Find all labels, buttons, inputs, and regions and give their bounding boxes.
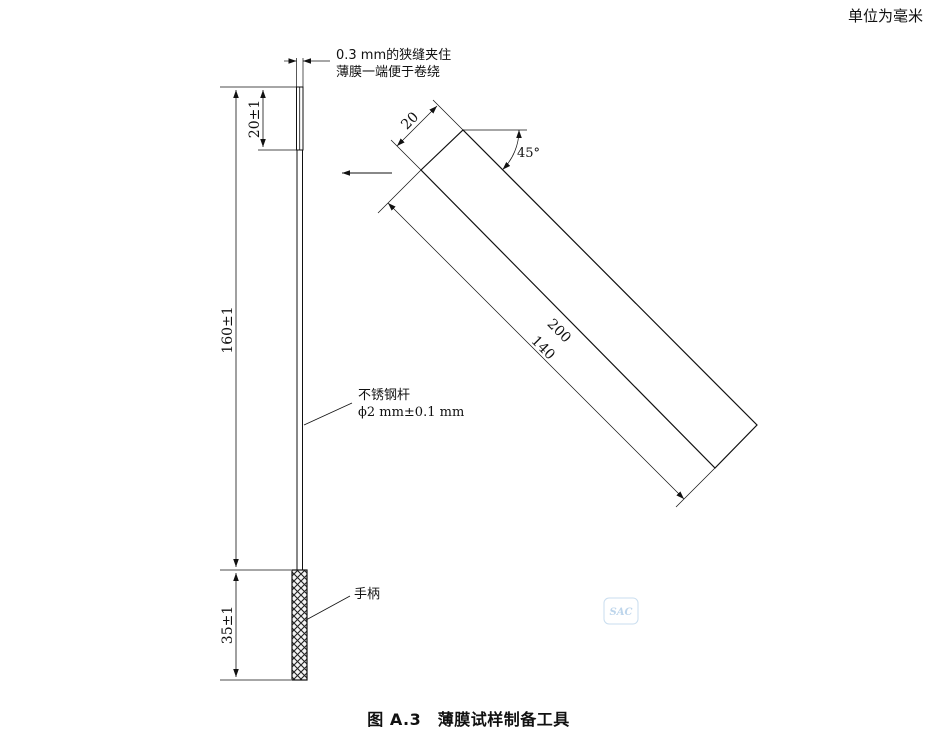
extension-lines: [220, 86, 296, 681]
unit-note: 单位为毫米: [847, 7, 923, 25]
slit-note-line2: 薄膜一端便于卷绕: [336, 64, 440, 80]
handle-note: 手柄: [354, 587, 380, 602]
slit-note-line1: 0.3 mm的狭缝夹住: [336, 47, 451, 63]
dim-film-width: [390, 99, 464, 171]
handle-leader: [305, 595, 351, 621]
figure-caption: 图 A.3 薄膜试样制备工具: [367, 710, 570, 729]
sac-watermark-text: SAC: [610, 607, 633, 618]
dim-handle-label: 35±1: [220, 606, 236, 644]
dim-film-length-inner-label: 140: [528, 333, 558, 363]
winding-tool: [291, 86, 308, 681]
rod-leader: [303, 402, 353, 426]
film-specimen: [420, 129, 758, 469]
dim-angle: [463, 129, 527, 170]
handle: [291, 569, 308, 681]
dim-slit-label: 20±1: [247, 100, 263, 138]
dim-angle-label: 45°: [517, 146, 540, 161]
rod-note-line1: 不锈钢杆: [358, 388, 410, 403]
dim-film-width-label: 20: [398, 109, 422, 133]
sac-watermark: SAC: [603, 597, 639, 625]
dim-rod-label: 160±1: [220, 306, 236, 353]
dim-film-length: [377, 169, 716, 508]
slit-leader: [284, 58, 330, 87]
rod-note-line2: ϕ2 mm±0.1 mm: [358, 405, 464, 420]
